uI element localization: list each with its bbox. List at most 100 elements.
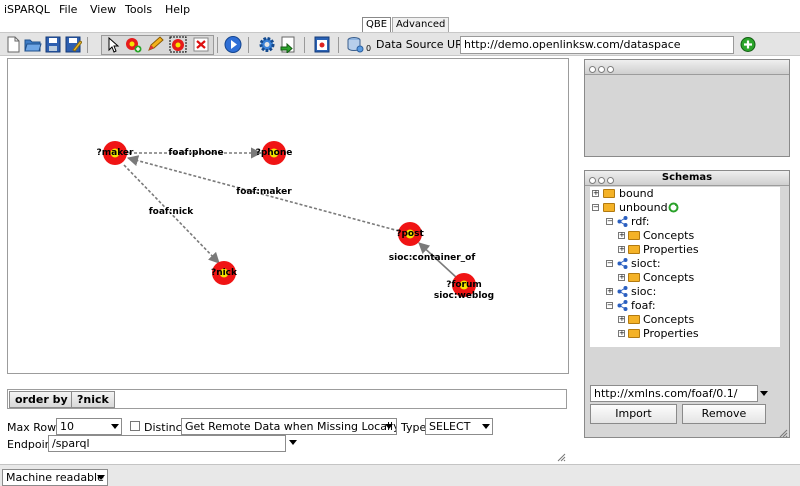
zoom-dot-icon[interactable] <box>607 177 614 184</box>
tree-item-rdf[interactable]: − rdf: <box>606 215 650 228</box>
graph-node-maker[interactable]: ?maker <box>97 141 135 165</box>
endpoint-label: Endpoint <box>7 438 56 451</box>
import-button[interactable]: Import <box>590 404 677 424</box>
data-source-icon[interactable] <box>346 36 364 53</box>
graph-node-post[interactable]: ?post <box>396 222 424 246</box>
folder-icon <box>603 189 615 198</box>
namespace-icon <box>617 258 628 269</box>
minimize-dot-icon[interactable] <box>598 177 605 184</box>
menu-help[interactable]: Help <box>165 3 191 16</box>
menu-tools[interactable]: Tools <box>125 3 153 16</box>
chevron-down-icon[interactable] <box>289 440 297 445</box>
expand-icon[interactable]: + <box>618 315 625 323</box>
tree-item-bound[interactable]: + bound <box>592 187 654 200</box>
chevron-down-icon[interactable] <box>760 391 768 396</box>
type-label: Type <box>401 421 427 434</box>
toolbar-separator <box>248 37 249 53</box>
expand-icon[interactable]: + <box>618 273 625 281</box>
graph-window-icon[interactable] <box>313 36 331 53</box>
graph-node-forum[interactable]: ?forum sioc:weblog <box>434 273 494 301</box>
expand-icon[interactable]: + <box>606 287 613 295</box>
endpoint-input[interactable]: /sparql <box>48 435 286 452</box>
minimize-dot-icon[interactable] <box>598 66 605 73</box>
collapse-icon[interactable]: − <box>606 217 613 225</box>
resize-grip-icon[interactable] <box>556 452 566 462</box>
tree-item-sioct[interactable]: − sioct: <box>606 257 661 270</box>
save-icon[interactable] <box>44 36 62 53</box>
tree-item-foaf-concepts[interactable]: + Concepts <box>618 313 695 326</box>
data-source-uri-input[interactable]: http://demo.openlinksw.com/dataspace <box>460 36 734 54</box>
graph-node-phone[interactable]: ?phone <box>256 141 293 165</box>
expand-icon[interactable]: + <box>618 329 625 337</box>
folder-icon <box>628 315 640 324</box>
add-node-icon[interactable] <box>124 36 142 53</box>
window-controls <box>589 174 616 187</box>
graph-node-nick[interactable]: ?nick <box>211 261 238 285</box>
edge-label: sioc:container_of <box>389 253 476 263</box>
menu-file[interactable]: File <box>59 3 78 16</box>
add-data-source-icon[interactable] <box>739 36 757 53</box>
toolbar: 0 Data Source URI http://demo.openlinksw… <box>0 32 800 56</box>
app-name: iSPARQL <box>4 3 50 16</box>
tree-item-foaf-properties[interactable]: + Properties <box>618 327 699 340</box>
chevron-down-icon[interactable] <box>385 424 393 429</box>
tree-item-rdf-concepts[interactable]: + Concepts <box>618 229 695 242</box>
order-by-button[interactable]: order by <box>9 391 74 408</box>
order-variable-nick[interactable]: ?nick <box>71 391 115 408</box>
tree-item-foaf[interactable]: − foaf: <box>606 299 656 312</box>
close-dot-icon[interactable] <box>589 177 596 184</box>
palette-titlebar[interactable]: Schemas <box>585 171 789 186</box>
resize-grip-icon[interactable] <box>778 428 788 438</box>
order-by-bar: order by ?nick <box>7 389 567 409</box>
new-file-icon[interactable] <box>4 36 22 53</box>
select-nodes-icon[interactable] <box>169 36 187 53</box>
collapse-icon[interactable]: − <box>606 301 613 309</box>
expand-icon[interactable]: + <box>618 245 625 253</box>
max-rows-select[interactable]: 10 <box>56 418 122 435</box>
remote-data-select[interactable]: Get Remote Data when Missing Locally <box>181 418 397 435</box>
graph-edge[interactable] <box>126 155 400 232</box>
expand-icon[interactable]: + <box>592 189 599 197</box>
close-dot-icon[interactable] <box>589 66 596 73</box>
remove-button[interactable]: Remove <box>682 404 766 424</box>
distinct-checkbox[interactable] <box>130 421 140 431</box>
zoom-dot-icon[interactable] <box>607 66 614 73</box>
query-type-select[interactable]: SELECT <box>425 418 493 435</box>
query-graph-canvas[interactable]: foaf:phone foaf:nick foaf:maker sioc:con… <box>7 58 569 374</box>
distinct-label: Distinct <box>144 421 186 434</box>
delete-icon[interactable] <box>192 36 210 53</box>
node-label: ?phone <box>256 148 293 158</box>
tree-item-rdf-properties[interactable]: + Properties <box>618 243 699 256</box>
empty-palette <box>584 59 790 157</box>
chevron-down-icon[interactable] <box>97 475 105 480</box>
expand-icon[interactable]: + <box>618 231 625 239</box>
tree-item-sioc[interactable]: + sioc: <box>606 285 657 298</box>
graph-edge[interactable] <box>418 242 458 279</box>
tab-qbe[interactable]: QBE <box>362 17 392 32</box>
load-into-editor-icon[interactable] <box>279 36 297 53</box>
settings-gear-icon[interactable] <box>258 36 276 53</box>
menu-view[interactable]: View <box>90 3 117 16</box>
edge-label: foaf:maker <box>236 187 292 197</box>
tree-item-sioct-concepts[interactable]: + Concepts <box>618 271 695 284</box>
node-label: ?post <box>396 229 424 239</box>
collapse-icon[interactable]: − <box>592 203 599 211</box>
refresh-icon[interactable] <box>668 202 679 213</box>
pointer-icon[interactable] <box>104 36 122 53</box>
collapse-icon[interactable]: − <box>606 259 613 267</box>
schema-uri-input[interactable]: http://xmlns.com/foaf/0.1/ <box>590 385 758 402</box>
run-query-icon[interactable] <box>224 36 242 53</box>
save-as-icon[interactable] <box>64 36 82 53</box>
tab-advanced[interactable]: Advanced <box>392 17 450 32</box>
chevron-down-icon[interactable] <box>111 424 119 429</box>
tree-item-unbound[interactable]: − unbound <box>592 201 712 214</box>
node-label: ?nick <box>211 268 238 278</box>
palette-titlebar[interactable] <box>585 60 789 75</box>
chevron-down-icon[interactable] <box>482 424 490 429</box>
open-folder-icon[interactable] <box>24 36 42 53</box>
output-format-select[interactable]: Machine readable <box>2 469 108 486</box>
graph-edge[interactable] <box>123 164 220 264</box>
edge-label: foaf:nick <box>149 207 195 217</box>
edit-pencil-icon[interactable] <box>146 36 164 53</box>
query-graph: foaf:phone foaf:nick foaf:maker sioc:con… <box>97 141 494 301</box>
